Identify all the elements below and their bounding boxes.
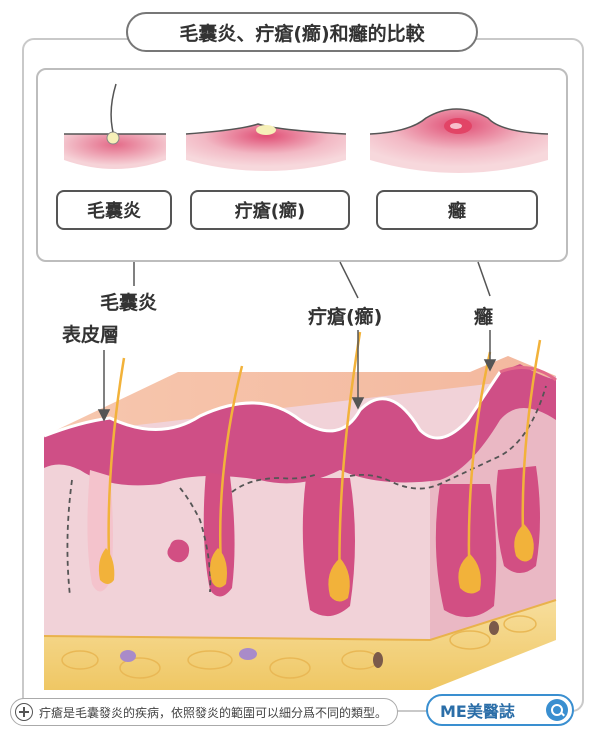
annotation-epidermis: 表皮層 <box>62 324 120 346</box>
label-folliculitis: 毛囊炎 <box>56 190 172 230</box>
diagram-title: 毛囊炎、疔瘡(癤)和癰的比較 <box>126 12 478 52</box>
annotation-furuncle: 疔瘡(癤) <box>308 306 383 328</box>
folliculitis-illustration <box>64 83 166 169</box>
inflamed-epidermis <box>44 364 556 486</box>
footnote: 疔瘡是毛囊發炎的疾病，依照發炎的範圍可以細分爲不同的類型。 <box>10 698 399 726</box>
search-icon[interactable] <box>546 699 568 721</box>
plus-circle-icon <box>15 703 33 721</box>
brand-badge[interactable]: ME美醫誌 <box>426 694 574 726</box>
label-carbuncle: 癰 <box>376 190 538 230</box>
annotation-carbuncle: 癰 <box>474 306 494 328</box>
brand-name: ME美醫誌 <box>440 702 515 721</box>
fat-layer <box>44 600 556 690</box>
furuncle-illustration <box>185 123 347 171</box>
annotation-folliculitis: 毛囊炎 <box>100 292 158 314</box>
footnote-text: 疔瘡是毛囊發炎的疾病，依照發炎的範圍可以細分爲不同的類型。 <box>39 705 388 720</box>
label-furuncle: 疔瘡(癤) <box>190 190 350 230</box>
carbuncle-illustration <box>369 108 549 173</box>
comparison-illustrations <box>64 83 549 173</box>
